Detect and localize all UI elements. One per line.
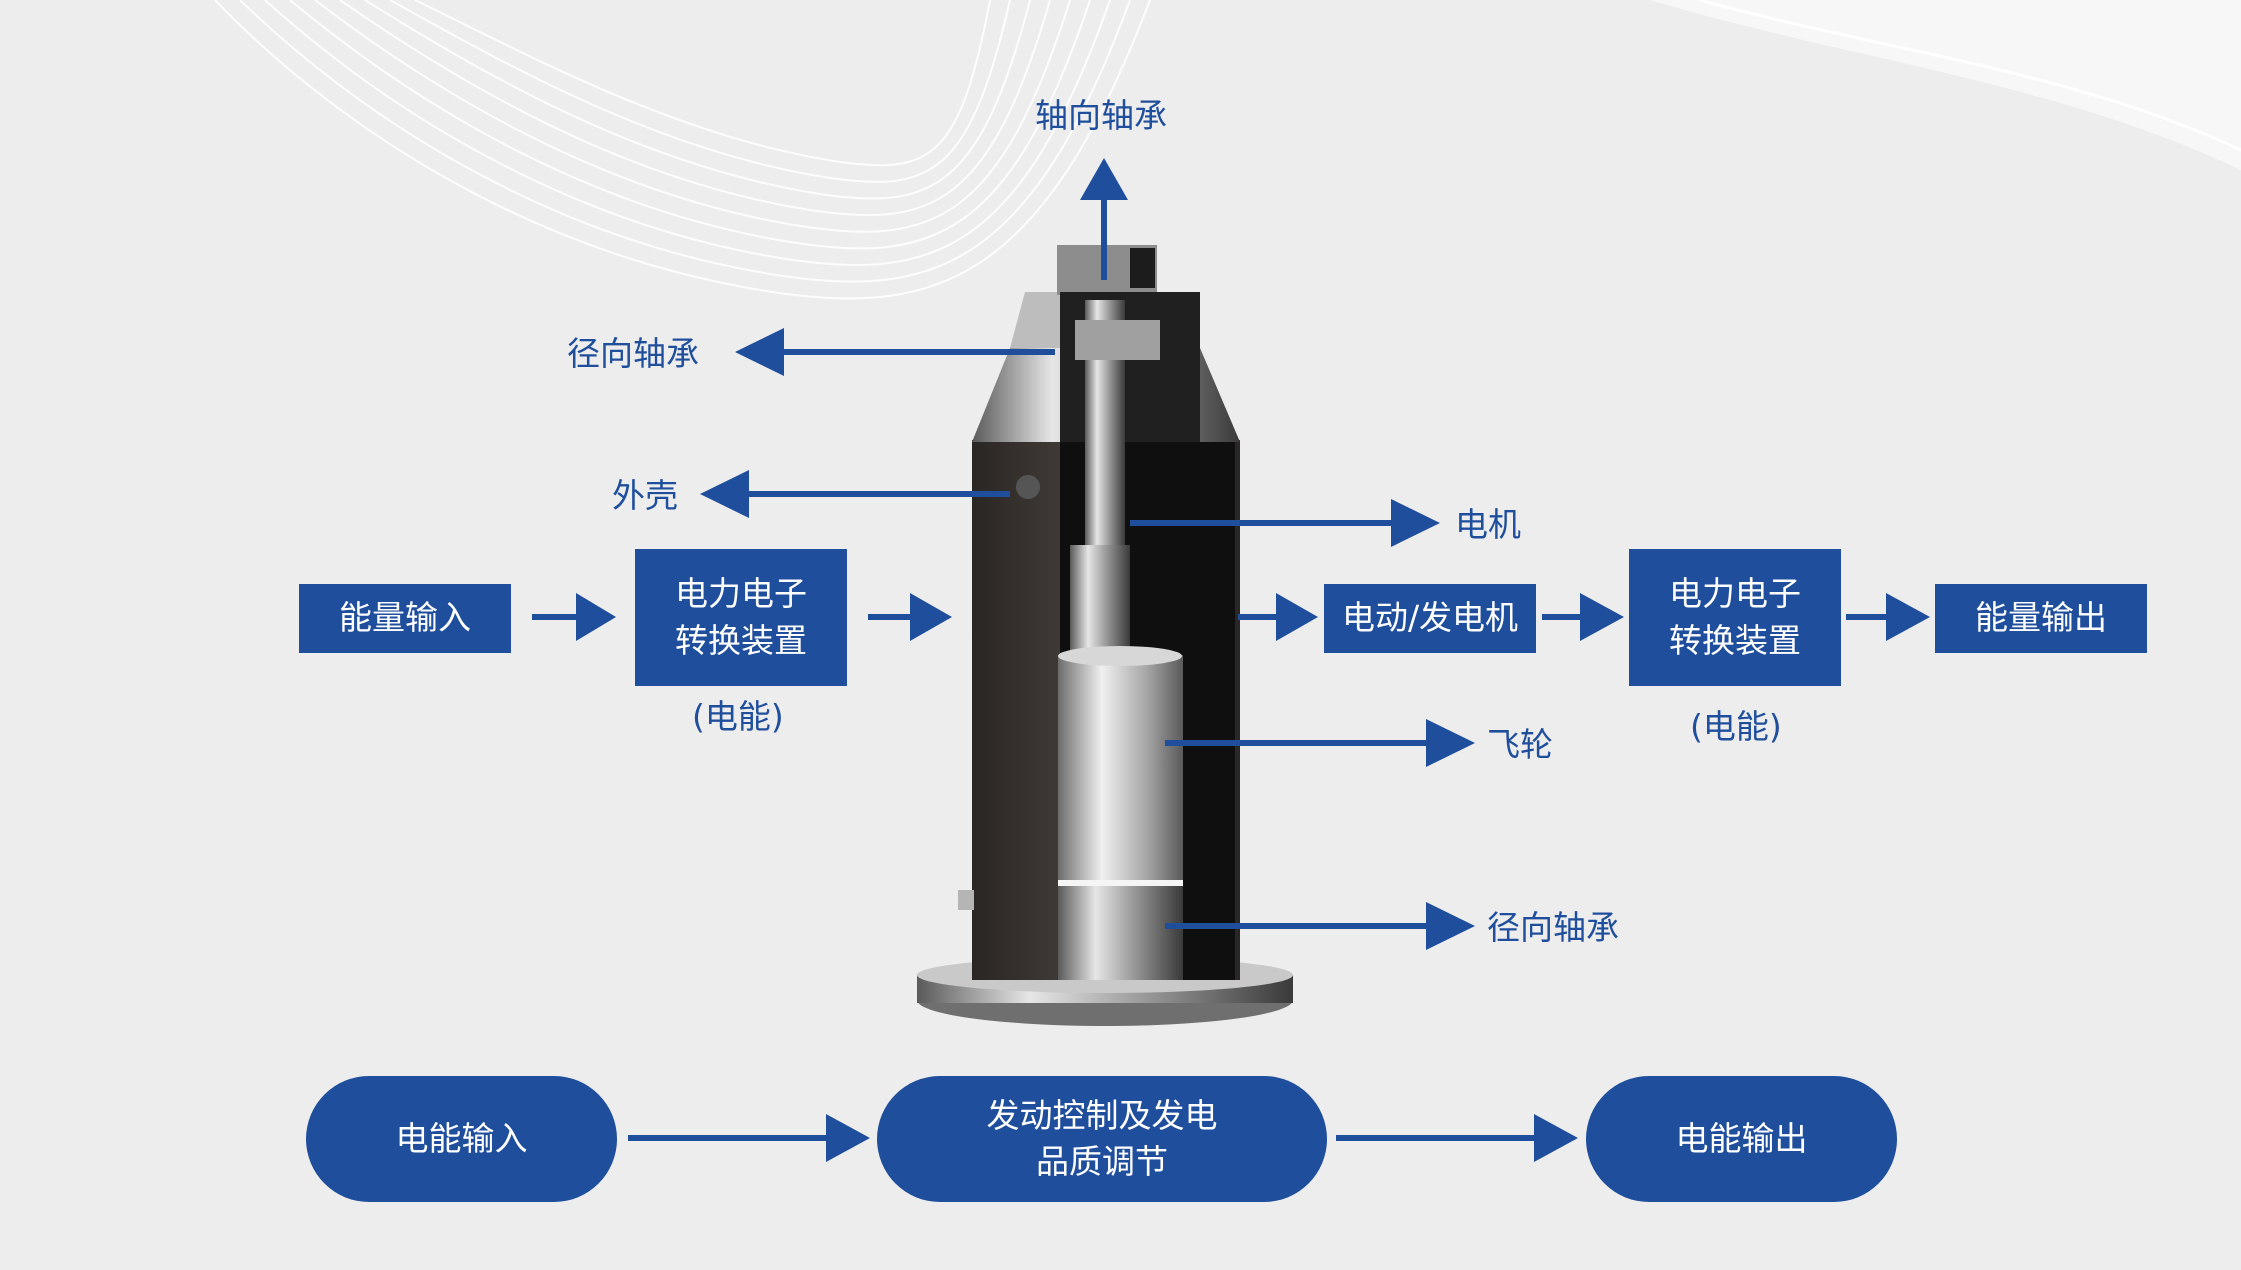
- energy-output-text: 能量输出: [1975, 598, 2107, 638]
- control-line2: 品质调节: [1036, 1142, 1168, 1181]
- axial-bearing-label: 轴向轴承: [1035, 96, 1167, 135]
- motor-generator-box: 电动/发电机: [1324, 584, 1536, 653]
- converter-right-line1: 电力电子: [1669, 574, 1801, 614]
- motor-label: 电机: [1455, 505, 1521, 544]
- electric-input-pill: 电能输入: [306, 1076, 617, 1202]
- converter-left-note: (电能): [692, 697, 784, 736]
- electric-input-text: 电能输入: [395, 1118, 528, 1158]
- energy-input-text: 能量输入: [339, 598, 471, 638]
- converter-left-line2: 转换装置: [675, 620, 807, 660]
- converter-right-note: (电能): [1690, 707, 1782, 746]
- energy-input-box: 能量输入: [299, 584, 511, 653]
- control-line1: 发动控制及发电: [986, 1095, 1218, 1135]
- radial-bearing-bottom-label: 径向轴承: [1487, 908, 1619, 947]
- radial-bearing-top-label: 径向轴承: [567, 334, 699, 373]
- flywheel-label: 飞轮: [1487, 725, 1553, 764]
- converter-right-box: 电力电子 转换装置: [1629, 549, 1841, 686]
- housing-label: 外壳: [612, 476, 678, 515]
- converter-left-box: 电力电子 转换装置: [635, 549, 847, 686]
- motor-generator-text: 电动/发电机: [1341, 598, 1519, 638]
- converter-right-line2: 转换装置: [1669, 620, 1801, 660]
- energy-output-box: 能量输出: [1935, 584, 2147, 653]
- electric-output-pill: 电能输出: [1586, 1076, 1897, 1202]
- electric-output-text: 电能输出: [1675, 1118, 1808, 1158]
- converter-left-line1: 电力电子: [675, 574, 807, 614]
- control-pill: 发动控制及发电 品质调节: [877, 1076, 1327, 1202]
